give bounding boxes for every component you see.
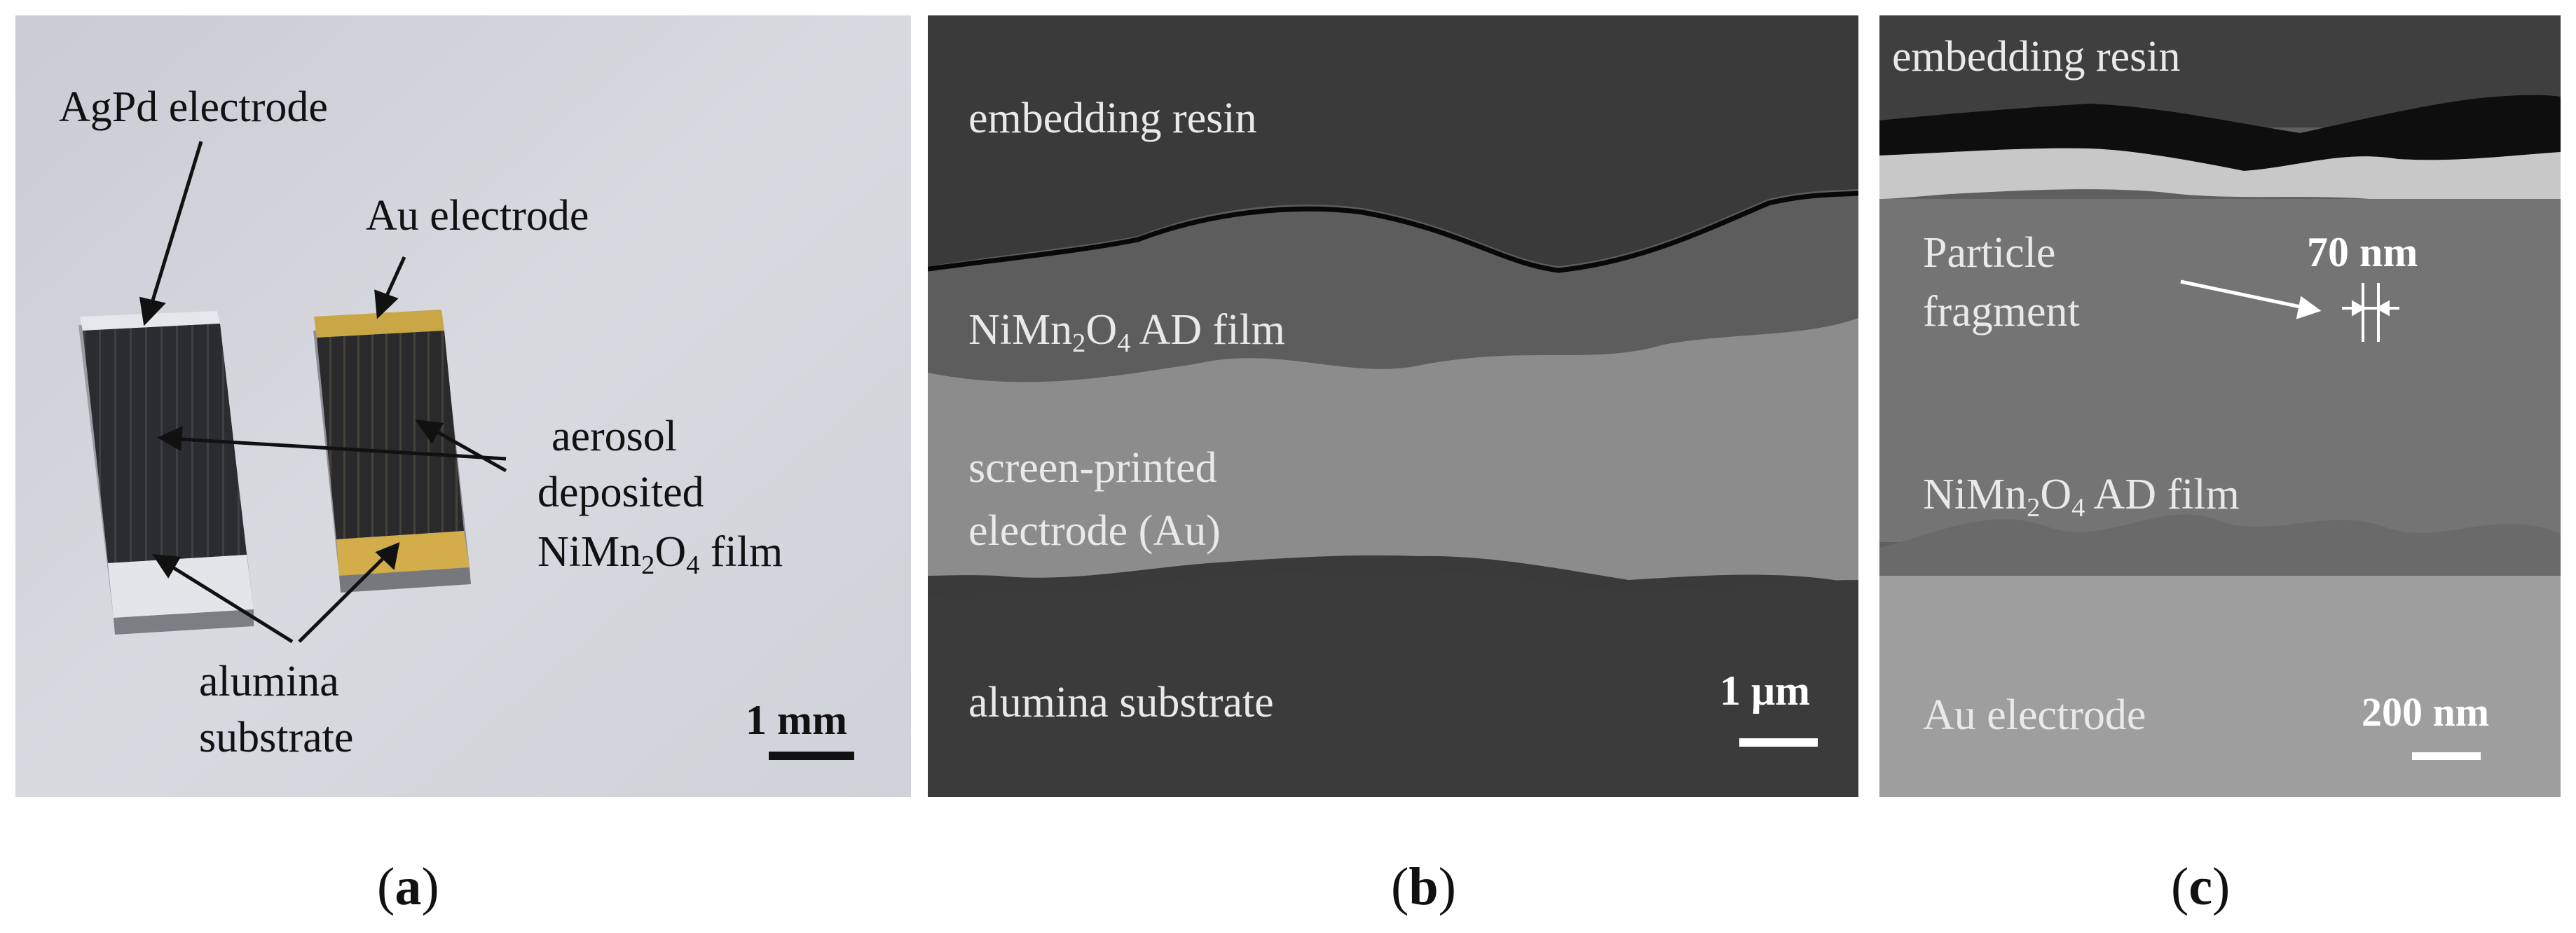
au-electrode-label-c: Au electrode <box>1923 691 2146 739</box>
alumina-label: alumina <box>199 658 339 705</box>
caption-c: (c) <box>2171 857 2231 916</box>
panel-c-scale-bar-text: 200 nm <box>2362 689 2490 735</box>
substrate-label: substrate <box>199 714 354 761</box>
alumina-substrate-label: alumina substrate <box>968 679 1274 726</box>
aerosol-label: aerosol <box>551 413 678 460</box>
panel-a-photo: AgPd electrode Au electrode aerosol depo… <box>15 15 911 797</box>
caption-b: (b) <box>1391 857 1456 916</box>
panel-b-sem: embedding resin NiMn2O4 AD film screen-p… <box>928 15 1858 797</box>
embedding-resin-label-c: embedding resin <box>1892 33 2181 81</box>
particle-label: Particle <box>1923 229 2056 277</box>
caption-a: (a) <box>377 857 439 916</box>
au-chip <box>313 310 471 593</box>
nimn2o4-film-label-a: NiMn2O4 film <box>537 528 783 580</box>
deposited-label: deposited <box>537 469 704 516</box>
screen-printed-label: screen-printed <box>968 444 1217 492</box>
panel-b-scale-bar-text: 1 μm <box>1720 668 1810 714</box>
panel-b-scale-bar-line <box>1739 738 1818 747</box>
panel-a-arrows <box>139 141 507 644</box>
electrode-au-label: electrode (Au) <box>968 507 1221 555</box>
fragment-label: fragment <box>1923 288 2080 336</box>
panel-a-scale-bar-text: 1 mm <box>746 697 847 743</box>
agpd-chip <box>78 311 254 635</box>
panel-c-image <box>1879 15 2561 797</box>
size-70nm-label: 70 nm <box>2307 229 2418 275</box>
au-electrode-label: Au electrode <box>366 192 589 240</box>
panel-c-scale-bar-line <box>2412 752 2481 760</box>
size-marker-70nm <box>2342 283 2399 342</box>
nimn2o4-film-label-b: NiMn2O4 AD film <box>968 306 1285 358</box>
panel-a-image <box>15 15 911 797</box>
nimn2o4-film-label-c: NiMn2O4 AD film <box>1923 471 2240 523</box>
panel-c-sem: embedding resin Particle fragment 70 nm … <box>1879 15 2561 797</box>
embedding-resin-label-b: embedding resin <box>968 95 1257 142</box>
agpd-electrode-label: AgPd electrode <box>59 83 328 131</box>
panel-b-image <box>928 15 1858 797</box>
particle-fragment-arrow <box>2180 279 2322 319</box>
panel-a-scale-bar-line <box>769 752 854 760</box>
